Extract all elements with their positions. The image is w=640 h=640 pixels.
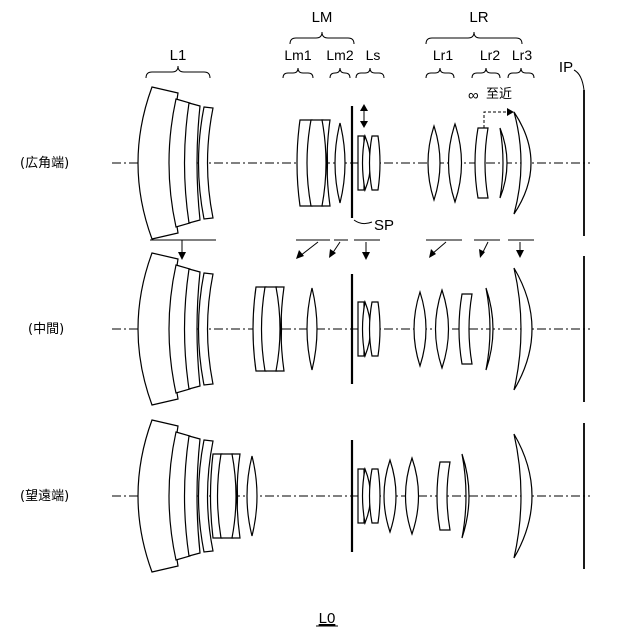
figure-label: L0 bbox=[319, 610, 336, 627]
lens-lm2 bbox=[247, 456, 257, 536]
aperture-stop-label: SP bbox=[374, 217, 394, 234]
lens-ls-c bbox=[370, 136, 381, 190]
brace-lr3 bbox=[508, 68, 534, 78]
arrow-icon-lm1 bbox=[296, 250, 304, 259]
group-label-ls: Ls bbox=[366, 47, 381, 63]
group-label-l1: L1 bbox=[170, 47, 187, 64]
row-tele bbox=[112, 420, 590, 572]
row-wide: SP bbox=[112, 87, 590, 260]
focus-path-dashed bbox=[484, 112, 508, 128]
group-label-lr3: Lr3 bbox=[512, 47, 532, 63]
brace-lr2 bbox=[472, 68, 500, 78]
lens-lr1-b bbox=[406, 458, 419, 534]
lens-lr1-a bbox=[384, 460, 396, 532]
position-label-middle: (中間) bbox=[28, 322, 64, 337]
brace-lr bbox=[426, 32, 522, 44]
row-middle bbox=[112, 253, 590, 405]
close-focus-label: 至近 bbox=[486, 87, 512, 102]
lens-lm2 bbox=[307, 288, 317, 370]
stop-leader bbox=[354, 220, 372, 224]
brace-lr1 bbox=[426, 68, 454, 78]
lens-lr1-b bbox=[436, 290, 449, 368]
brace-lm1 bbox=[283, 68, 313, 78]
position-label-wide: (広角端) bbox=[20, 156, 69, 171]
group-label-lr2: Lr2 bbox=[480, 47, 500, 63]
brace-ls bbox=[356, 68, 384, 78]
group-label-lr1: Lr1 bbox=[433, 47, 453, 63]
lens-lr1-a bbox=[428, 126, 440, 200]
image-plane-label: IP bbox=[559, 59, 573, 76]
focus-arrow-icon bbox=[507, 108, 514, 116]
arrow-down-icon-l1 bbox=[178, 252, 186, 260]
lens-ls-c bbox=[370, 302, 381, 356]
group-label-lm1: Lm1 bbox=[284, 47, 311, 63]
group-label-lr: LR bbox=[469, 9, 488, 26]
trajectory-lm1 bbox=[300, 242, 318, 256]
ls-shift-down-icon bbox=[360, 121, 368, 128]
lens-lr1-a bbox=[414, 292, 426, 366]
brace-l1 bbox=[146, 66, 210, 78]
position-label-tele: (望遠端) bbox=[20, 488, 69, 504]
arrow-down-icon-ls bbox=[362, 252, 370, 260]
group-label-lm2: Lm2 bbox=[326, 47, 353, 63]
lens-lm2 bbox=[335, 123, 345, 203]
image-plane-leader bbox=[574, 70, 584, 90]
lens-ls-c bbox=[370, 469, 381, 523]
lens-lr2-b bbox=[500, 128, 507, 198]
group-label-lm: LM bbox=[312, 9, 333, 26]
lens-lr1-b bbox=[449, 124, 462, 202]
brace-lm bbox=[290, 32, 354, 44]
arrow-icon-lr1 bbox=[429, 249, 436, 258]
arrow-down-icon-lr3 bbox=[516, 250, 524, 258]
ls-shift-up-icon bbox=[360, 104, 368, 111]
brace-lm2 bbox=[330, 68, 350, 78]
infinity-symbol: ∞ bbox=[468, 87, 479, 104]
lens-lr2-b bbox=[462, 454, 469, 538]
